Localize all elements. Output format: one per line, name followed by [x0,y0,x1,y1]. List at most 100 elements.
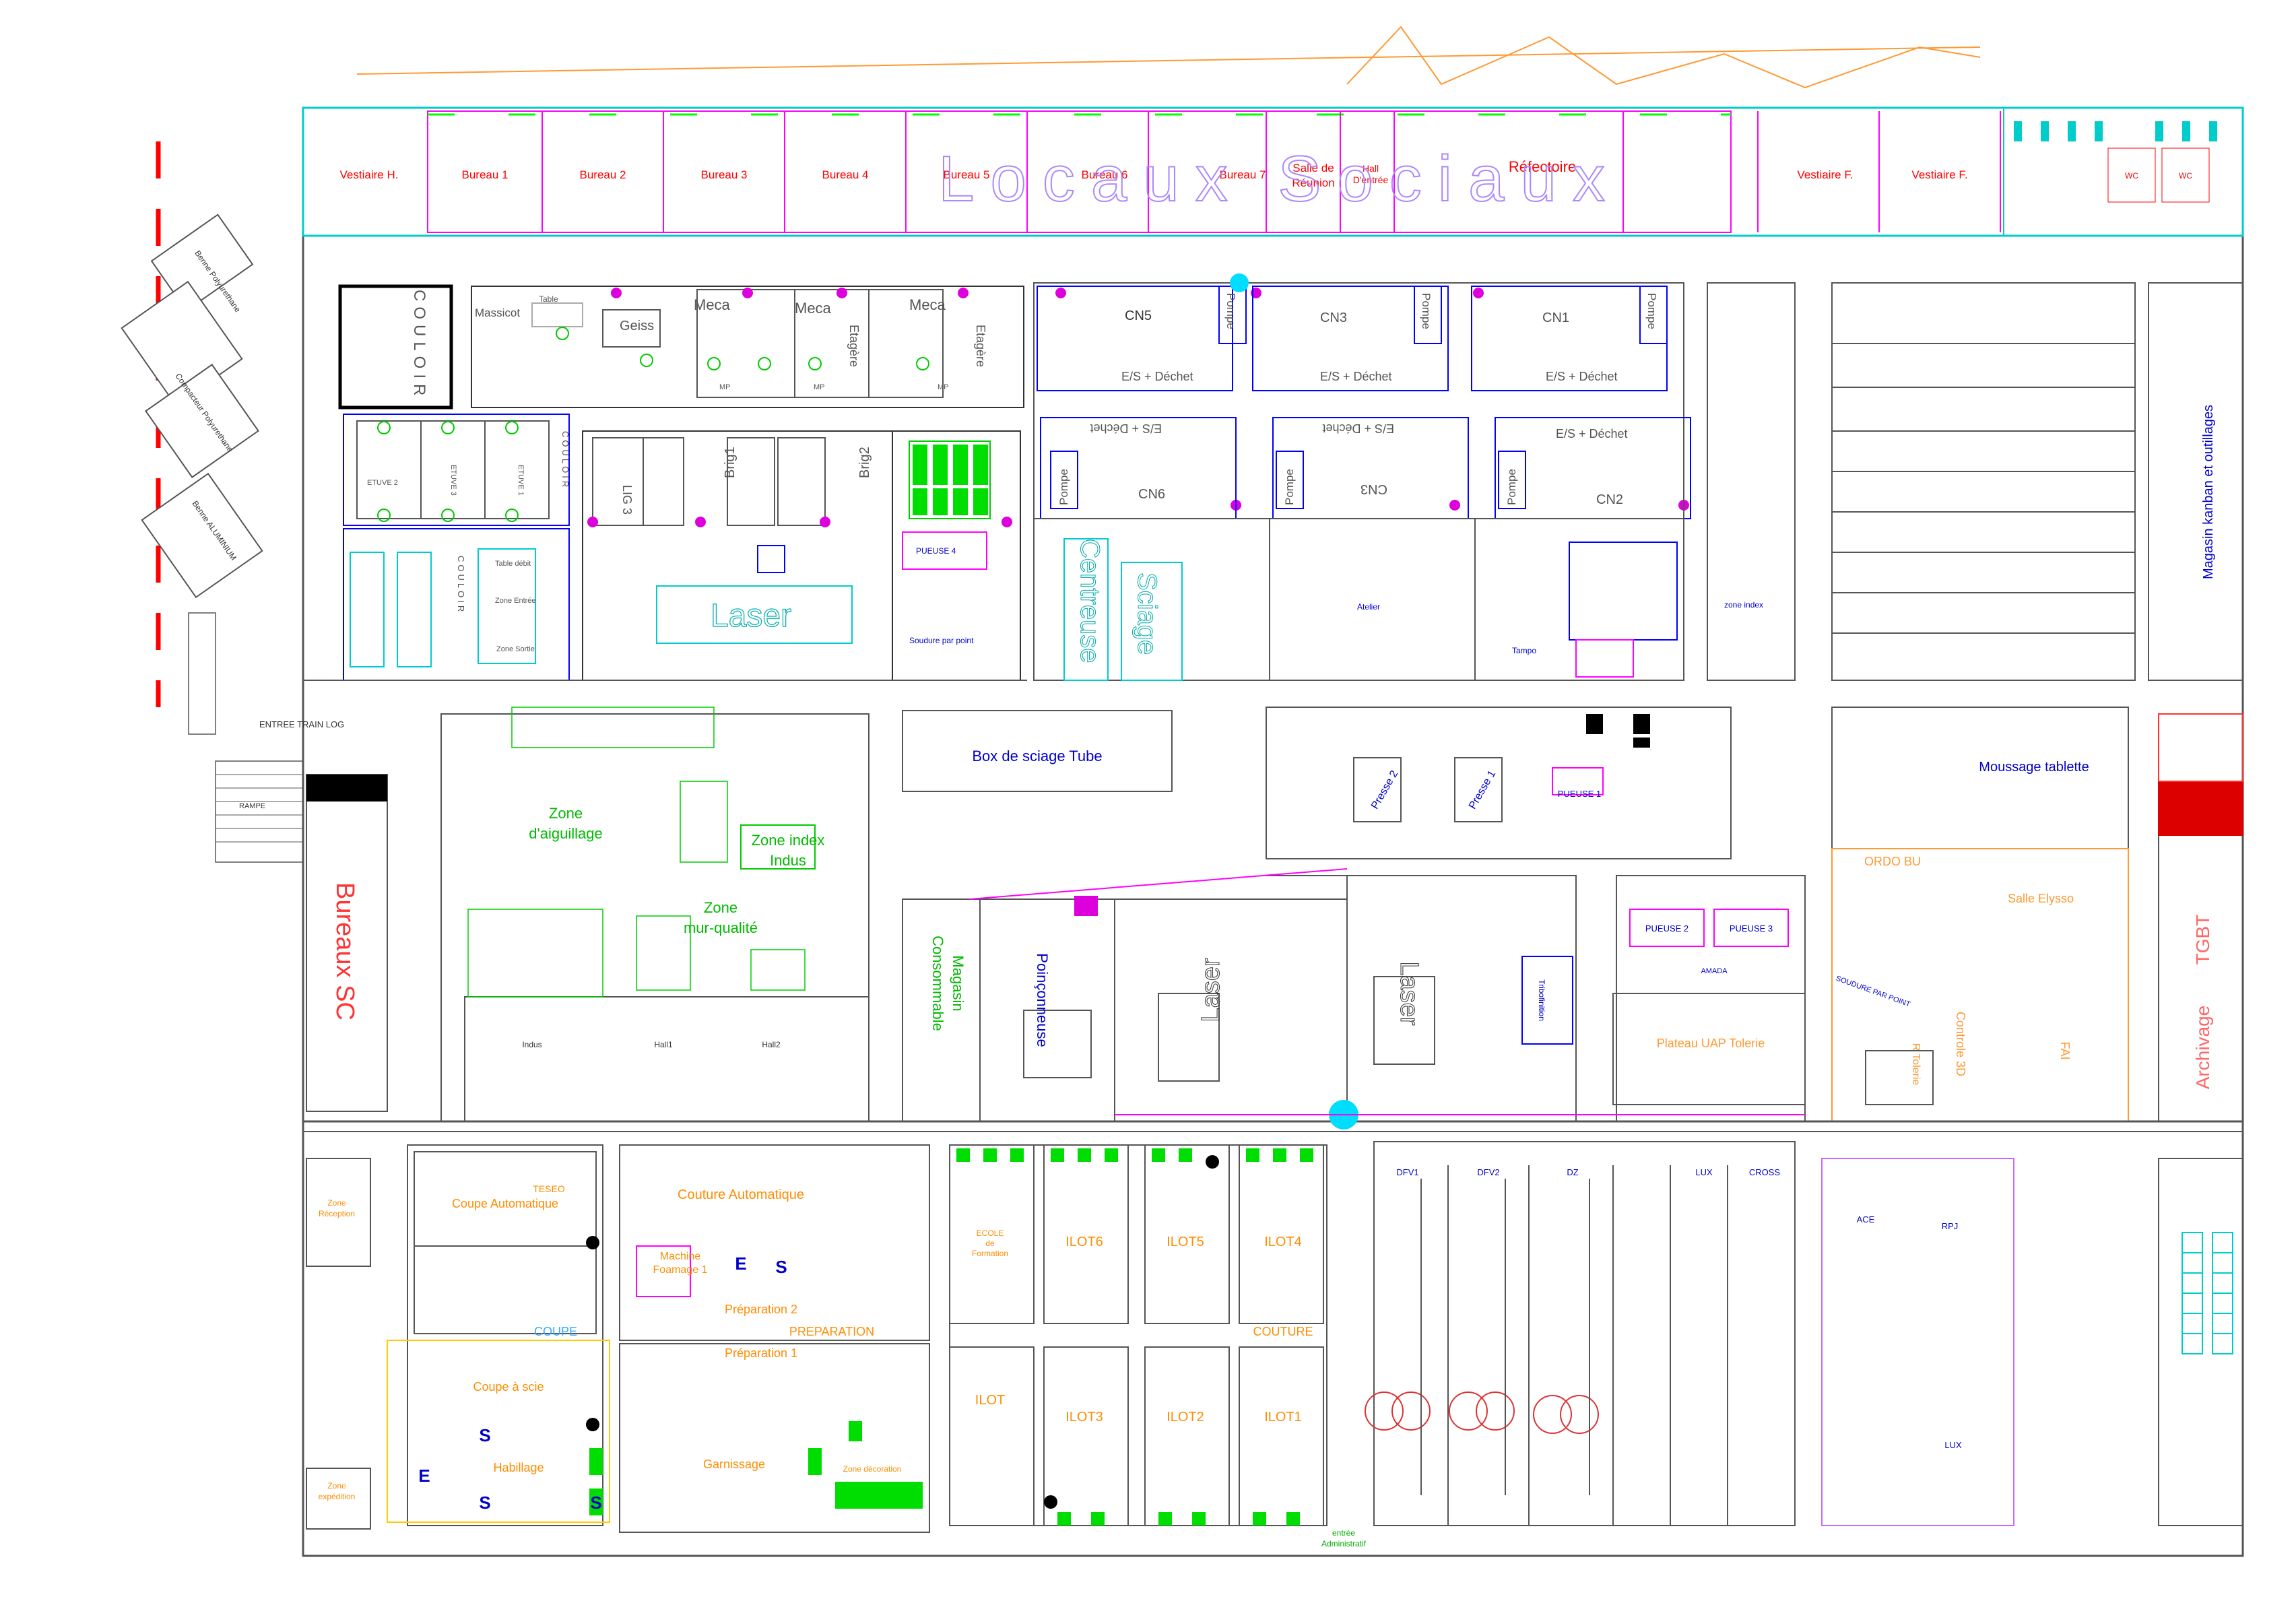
label-hall1: Hall1 [654,1040,673,1049]
label-es-dechet-3: E/S + Déchet [1546,370,1618,383]
label-presse-1: Presse 1 [1467,768,1498,811]
label-pompe-3: Pompe [1645,293,1658,329]
label-pompe-4: Pompe [1057,469,1070,505]
label-entree-train: ENTREE TRAIN LOG [259,719,344,729]
label-es-dechet-4: E/S + Déchet [1090,422,1162,435]
label-pompe-5: Pompe [1283,469,1296,505]
label-bureau-2: Bureau 2 [580,168,626,181]
label-es-dechet-2: E/S + Déchet [1320,370,1392,383]
label-etuve-3: ETUVE 3 [449,465,457,496]
green-block-machines [913,445,988,515]
label-vestiaire-f-2: Vestiaire F. [1911,168,1967,181]
label-magasin-conso-1: Magasin [950,955,966,1011]
label-indus: Indus [522,1040,542,1049]
label-zone-expedition-2: expédition [319,1492,356,1501]
label-vestiaire-f-1: Vestiaire F. [1797,168,1853,181]
label-brig2: Brig2 [857,447,872,478]
label-presse-2: Presse 2 [1369,768,1400,811]
label-es-dechet-5: E/S + Déchet [1322,422,1394,435]
label-cross: CROSS [1749,1167,1781,1177]
label-couloir-3: COULOIR [456,556,466,614]
label-ilot2: ILOT2 [1167,1410,1204,1425]
label-amada: AMADA [1701,967,1728,975]
red-circles [1365,1392,1599,1434]
label-bureau-1: Bureau 1 [462,168,509,181]
cn-zone [1033,282,1796,681]
middle-labels: Box de sciage Tube Zone d'aiguillage Zon… [522,748,2213,1089]
label-cn1: CN1 [1542,310,1569,325]
label-coupe-auto: Coupe Automatique [452,1197,558,1210]
label-ilot1: ILOT1 [1264,1410,1302,1425]
label-zone-aiguillage-1: Zone [549,805,583,822]
label-pompe-1: Pompe [1224,293,1237,329]
label-tribo: Tribofinition [1537,979,1546,1021]
label-bureau-3: Bureau 3 [701,168,748,181]
lower-zone [306,1141,2243,1533]
label-pueuse-4: PUEUSE 4 [916,546,956,556]
label-lig3: LIG 3 [620,485,634,515]
mark-s-3: S [479,1493,490,1513]
label-zone-reception-2: Réception [319,1209,355,1218]
label-preparation-1: Préparation 1 [725,1346,797,1360]
cn-labels: CN5 CN3 CN1 CN6 CN3 CN2 Pompe Pompe Pomp… [1057,293,1763,663]
label-plateau-uap: Plateau UAP Tolerie [1657,1037,1765,1050]
label-soudure-point-2: SOUDURE PAR POINT [1835,975,1911,1009]
label-coupe: COUPE [534,1325,577,1338]
green-workstations [589,1148,1313,1526]
label-bureau-5: Bureau 5 [944,168,990,181]
label-dfv2: DFV2 [1477,1167,1499,1177]
label-wc-1: WC [2125,171,2138,181]
label-couture-auto: Couture Automatique [678,1187,804,1202]
label-ecole-1: ECOLE [977,1229,1004,1238]
label-pompe-6: Pompe [1505,469,1518,505]
benne-polyurethane [150,214,254,312]
label-table: Table [539,294,558,304]
label-brig1: Brig1 [723,447,737,478]
label-controle-3d: Controle 3D [1954,1012,1967,1076]
label-ordo-bu: ORDO BU [1864,855,1921,868]
label-zone-mur-1: Zone [704,899,737,916]
label-salle-elysso: Salle Elysso [2008,892,2074,905]
label-archivage: Archivage [2192,1006,2213,1090]
label-laser-2: Laser [1197,958,1225,1022]
label-meca-2: Meca [795,300,832,317]
label-refectoire: Réfectoire [1509,158,1576,175]
locaux-sociaux [302,106,2244,237]
locaux-labels: Vestiaire H. Bureau 1 Bureau 2 Bureau 3 … [340,158,2193,189]
dfv-lines [1420,1165,1728,1526]
label-entree-admin-2: Administratif [1321,1539,1367,1548]
label-etuve-1: ETUVE 1 [517,465,525,496]
label-meca-3: Meca [909,296,946,313]
label-box-sciage: Box de sciage Tube [972,748,1102,764]
label-centreuse: Centreuse [1075,539,1105,663]
label-wc-2: WC [2179,171,2192,181]
label-mp-3: MP [938,383,949,391]
label-soudure-point: Soudure par point [909,636,974,645]
label-bureau-6: Bureau 6 [1082,168,1128,181]
label-tgbt: TGBT [2192,915,2213,965]
label-magasin-kanban: Magasin kanban et outillages [2201,405,2216,579]
blue-marks: S E S S E S [418,1253,787,1513]
label-hall-2: D'entrée [1353,174,1389,185]
label-massicot: Massicot [475,306,520,319]
label-garnissage: Garnissage [703,1458,765,1471]
label-cn3: CN3 [1320,310,1347,325]
label-salle-reunion-1: Salle de [1292,162,1334,174]
label-dfv1: DFV1 [1396,1167,1418,1177]
label-zone-mur-2: mur-qualité [684,919,758,936]
benne-aluminium [141,472,263,599]
label-magasin-conso-2: Consommable [929,936,946,1031]
machining-labels: COULOIR COULOIR COULOIR Massicot Table G… [367,290,987,653]
label-zone-aiguillage-2: d'aiguillage [529,825,602,842]
black-dots [586,1155,1219,1509]
operator-markers [377,327,929,522]
label-pueuse-1: PUEUSE 1 [1558,789,1601,799]
label-dz: DZ [1567,1167,1578,1177]
lower-labels: Zone Réception Zone expédition TESEO Cou… [319,1167,1962,1548]
label-zone-index: zone index [1724,600,1763,610]
mark-e-1: E [735,1253,746,1274]
label-cn6: CN6 [1138,487,1165,502]
label-rpj: RPJ [1942,1221,1959,1231]
label-zone-expedition-1: Zone [327,1481,346,1491]
label-geiss: Geiss [620,319,654,333]
